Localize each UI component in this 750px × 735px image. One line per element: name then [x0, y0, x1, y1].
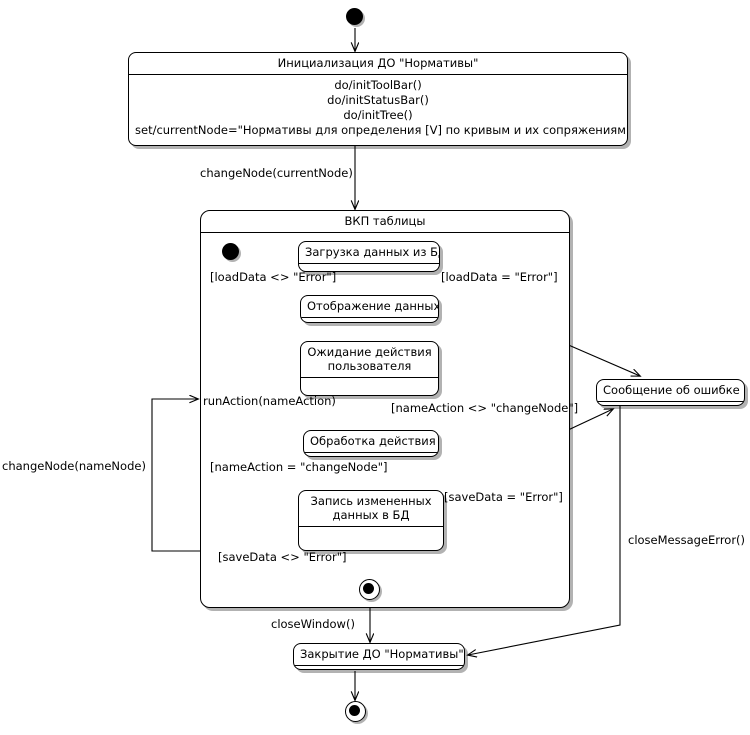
- state-wait-user-action-title-line2: пользователя: [327, 359, 412, 373]
- composite-state-vkp-table-title: ВКП таблицы: [344, 214, 426, 228]
- label-name-action-equal: [nameAction = "changeNode"]: [210, 460, 388, 474]
- state-process-action[interactable]: Обработка действия: [303, 430, 439, 457]
- transition-change-node-loop: [151, 399, 200, 552]
- label-load-data-error: [loadData = "Error"]: [441, 270, 558, 284]
- label-load-data-ok: [loadData <> "Error"]: [210, 270, 337, 284]
- label-name-action-not-equal: [nameAction <> "changeNode"]: [391, 401, 579, 415]
- state-initialization-do[interactable]: Инициализация ДО "Нормативы" do/initTool…: [128, 52, 628, 146]
- action-set-currentnode: set/currentNode="Нормативы для определен…: [135, 123, 628, 137]
- state-error-message-title: Сообщение об ошибке: [603, 383, 740, 397]
- final-state-bottom: [345, 701, 366, 722]
- state-error-message[interactable]: Сообщение об ошибке: [596, 379, 745, 406]
- label-save-data-error: [saveData = "Error"]: [444, 490, 563, 504]
- action-init-statusbar: do/initStatusBar(): [327, 93, 429, 107]
- action-init-toolbar: do/initToolBar(): [334, 78, 422, 92]
- label-change-node-current: changeNode(currentNode): [200, 166, 353, 180]
- state-initialization-do-actions: do/initToolBar() do/initStatusBar() do/i…: [129, 75, 627, 142]
- state-divider: [294, 665, 464, 666]
- state-error-message-compartment: [597, 402, 744, 405]
- state-show-data-compartment: [301, 318, 438, 322]
- state-divider: [301, 377, 438, 378]
- state-close-do-title: Закрытие ДО "Нормативы": [300, 647, 464, 661]
- state-show-data-title: Отображение данных: [307, 299, 439, 313]
- label-run-action: runAction(nameAction): [203, 394, 336, 408]
- label-change-node-name: changeNode(nameNode): [2, 459, 146, 473]
- state-divider: [201, 232, 569, 233]
- state-load-data-title: Загрузка данных из БД: [305, 245, 440, 259]
- label-close-message-error: closeMessageError(): [628, 533, 746, 547]
- state-divider: [299, 526, 443, 527]
- state-save-data-title-line1: Запись измененных: [310, 494, 432, 508]
- state-save-data-compartment: [299, 527, 443, 550]
- state-close-do[interactable]: Закрытие ДО "Нормативы": [293, 643, 465, 670]
- state-wait-user-action-title-line1: Ожидание действия: [307, 345, 432, 359]
- initial-pseudostate-top: [346, 8, 363, 25]
- state-divider: [304, 452, 438, 453]
- state-divider: [301, 317, 438, 318]
- state-close-do-compartment: [294, 666, 464, 669]
- state-process-action-title: Обработка действия: [310, 434, 436, 448]
- label-close-window: closeWindow(): [271, 617, 355, 631]
- final-state-inner: [359, 579, 380, 600]
- transition-close-message-error: [468, 406, 621, 655]
- state-save-data-title-line2: данных в БД: [332, 508, 410, 522]
- state-load-data[interactable]: Загрузка данных из БД: [298, 241, 440, 272]
- action-init-tree: do/initTree(): [343, 108, 413, 122]
- state-save-data[interactable]: Запись измененных данных в БД: [298, 490, 444, 551]
- state-wait-user-action[interactable]: Ожидание действия пользователя: [300, 341, 439, 396]
- state-divider: [129, 74, 627, 75]
- state-divider: [597, 401, 744, 402]
- state-process-action-compartment: [304, 453, 438, 456]
- state-divider: [299, 263, 439, 264]
- initial-pseudostate-inner: [222, 243, 239, 260]
- label-save-data-ok: [saveData <> "Error"]: [218, 550, 347, 564]
- state-initialization-do-title: Инициализация ДО "Нормативы": [277, 56, 479, 70]
- state-show-data[interactable]: Отображение данных: [300, 295, 439, 323]
